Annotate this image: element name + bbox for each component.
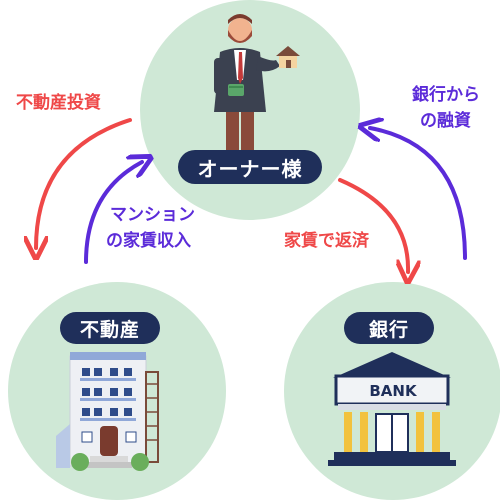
arrow-repayment [338,178,408,272]
flow-loan-line2: の融資 [420,111,471,131]
flow-loan-line1: 銀行から [412,85,480,105]
property-label: 不動産 [60,312,160,344]
flow-investment-label: 不動産投資 [16,93,101,113]
arrow-rent-income [84,162,142,264]
flow-rent-income-line1: マンション [110,205,195,225]
bank-sign-text: BANK [369,382,417,400]
arrow-loan [370,128,467,260]
owner-label: オーナー様 [178,150,322,184]
arrow-investment [36,118,132,248]
flow-rent-income-line2: の家賃収入 [106,231,191,251]
flow-repayment-label: 家賃で返済 [284,231,369,251]
bank-label: 銀行 [344,312,434,344]
